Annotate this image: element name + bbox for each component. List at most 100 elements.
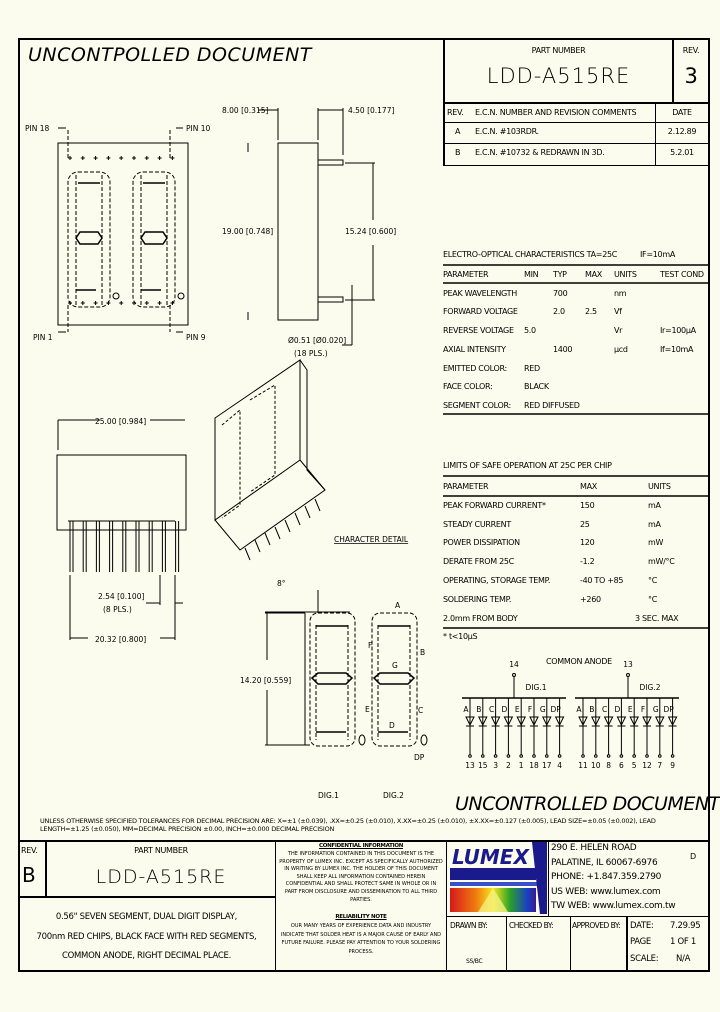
revision-date: 2.12.89 (667, 127, 697, 136)
terminal (606, 754, 611, 758)
eo-cell: 2.5 (585, 307, 597, 317)
divider (45, 840, 47, 897)
eo-cell: Ir=100µA (660, 326, 696, 336)
led-diode-icon (616, 716, 627, 727)
segment-label: F (528, 705, 532, 714)
divider (18, 840, 708, 842)
digit-name: DIG.1 (526, 683, 547, 692)
dim-pitch-note: (8 PLS.) (103, 605, 132, 614)
limits-table-title: LIMITS OF SAFE OPERATION AT 25C PER CHIP (443, 461, 612, 470)
seg-b-label: B (420, 648, 425, 657)
footer-part-number: LDD-A515RE (95, 866, 227, 888)
led-diode-icon (554, 716, 565, 727)
pin-lead (161, 521, 166, 572)
seg-g-label: G (392, 661, 398, 670)
eo-cell: BLACK (524, 382, 549, 392)
limits-cell: 2.0mm FROM BODY (443, 613, 518, 623)
terminal (670, 754, 675, 758)
segment-pin-number: 12 (642, 761, 652, 770)
pin-schematic: 14DIG.1A13B15C3D2E1F18G17DP413DIG.2A11B1… (462, 660, 679, 770)
pin1-label: PIN 1 (33, 333, 53, 342)
footer-rev: B (22, 863, 36, 887)
eo-cell: nm (614, 288, 627, 298)
segment-label: DP (663, 705, 674, 714)
segment-pin-number: 4 (557, 761, 562, 770)
segment-pin-number: 6 (619, 761, 624, 770)
drawn-by: SS/BC (466, 958, 483, 965)
pin-mark (157, 301, 162, 305)
segment-label: G (540, 705, 546, 714)
terminal (532, 754, 536, 758)
limits-cell: SOLDERING TEMP. (443, 594, 512, 604)
led-diode-icon (654, 716, 665, 727)
title-block (443, 38, 708, 104)
segment-pin-number: 11 (578, 761, 588, 770)
rev-label: REV. (682, 46, 700, 55)
pin-lead (109, 521, 114, 572)
led-diode-icon (629, 716, 640, 727)
char-segment (310, 625, 354, 733)
seg-c-label: C (418, 706, 423, 715)
dim-width: 25.00 [0.984] (95, 417, 146, 426)
led-diode-icon (667, 716, 678, 727)
rev-value: 3 (684, 64, 698, 88)
eo-header: MIN (524, 270, 539, 279)
segment-label: A (576, 705, 582, 714)
limits-cell: POWER DISSIPATION (443, 538, 520, 548)
seg-e-label: E (365, 705, 370, 714)
digit-outline (132, 171, 176, 308)
segment-label: E (515, 705, 520, 714)
dig2-label: DIG.2 (383, 791, 404, 800)
digit-segment (75, 175, 103, 305)
pin-mark (80, 156, 85, 160)
confidential-text: THE INFORMATION CONTAINED IN THIS DOCUME… (279, 851, 443, 903)
segment-pin-number: 3 (493, 761, 498, 770)
eo-table-condition: IF=10mA (640, 250, 676, 259)
uncontrolled-watermark-bottom: UNCONTROLLED DOCUMENT (455, 793, 720, 815)
divider (655, 104, 656, 166)
eo-header: PARAMETER (443, 270, 489, 279)
terminal (645, 754, 649, 758)
segment-pin-number: 10 (591, 761, 601, 770)
divider (570, 916, 571, 970)
terminal (594, 754, 598, 758)
terminal (468, 754, 472, 758)
digit-segment (140, 175, 168, 305)
limits-cell: PEAK FORWARD CURRENT* (443, 500, 546, 510)
char-segment (372, 625, 416, 733)
eo-cell: FORWARD VOLTAGE (443, 307, 518, 317)
dim-pin-length: 4.50 [0.177] (348, 106, 394, 115)
terminal (493, 754, 498, 758)
seg-d-label: D (389, 721, 395, 730)
address-line: 290 E. HELEN ROAD (551, 843, 637, 853)
limits-cell: mW/°C (648, 557, 675, 567)
eo-table-title: ELECTRO-OPTICAL CHARACTERISTICS TA=25C (443, 250, 618, 259)
scale-value: N/A (676, 954, 691, 964)
eo-cell: PEAK WAVELENGTH (443, 288, 517, 298)
dim-pin-diameter-note: (18 PLS.) (294, 349, 328, 358)
eo-header: TEST COND (660, 270, 704, 279)
terminal (658, 754, 662, 758)
segment-pin-number: 15 (478, 761, 488, 770)
terminal (545, 754, 549, 758)
dim-row-spacing: 15.24 [0.600] (345, 227, 396, 236)
anode-pin-number: 14 (509, 660, 519, 669)
eo-cell: Vf (614, 307, 622, 317)
description-line: 700nm RED CHIPS, BLACK FACE WITH RED SEG… (36, 932, 257, 942)
eo-cell: FACE COLOR: (443, 382, 493, 392)
limits-header: PARAMETER (443, 482, 489, 491)
pin-mark (119, 301, 124, 305)
corner-mark: D (690, 852, 696, 861)
character-detail-label: CHARACTER DETAIL (334, 535, 409, 544)
revision-comment: E.C.N. #10732 & REDRAWN IN 3D. (475, 148, 605, 157)
digit-segment (140, 182, 168, 291)
address-line: US WEB: www.lumex.com (551, 886, 661, 897)
eo-cell: Vr (614, 326, 623, 336)
eo-header: TYP (553, 270, 567, 279)
limits-header: UNITS (648, 482, 671, 491)
led-diode-icon (477, 716, 488, 727)
pin-mark (93, 156, 98, 160)
led-diode-icon (578, 716, 588, 727)
seg-f-label: F (368, 641, 372, 650)
address-line: PALATINE, IL 60067-6976 (551, 857, 658, 868)
